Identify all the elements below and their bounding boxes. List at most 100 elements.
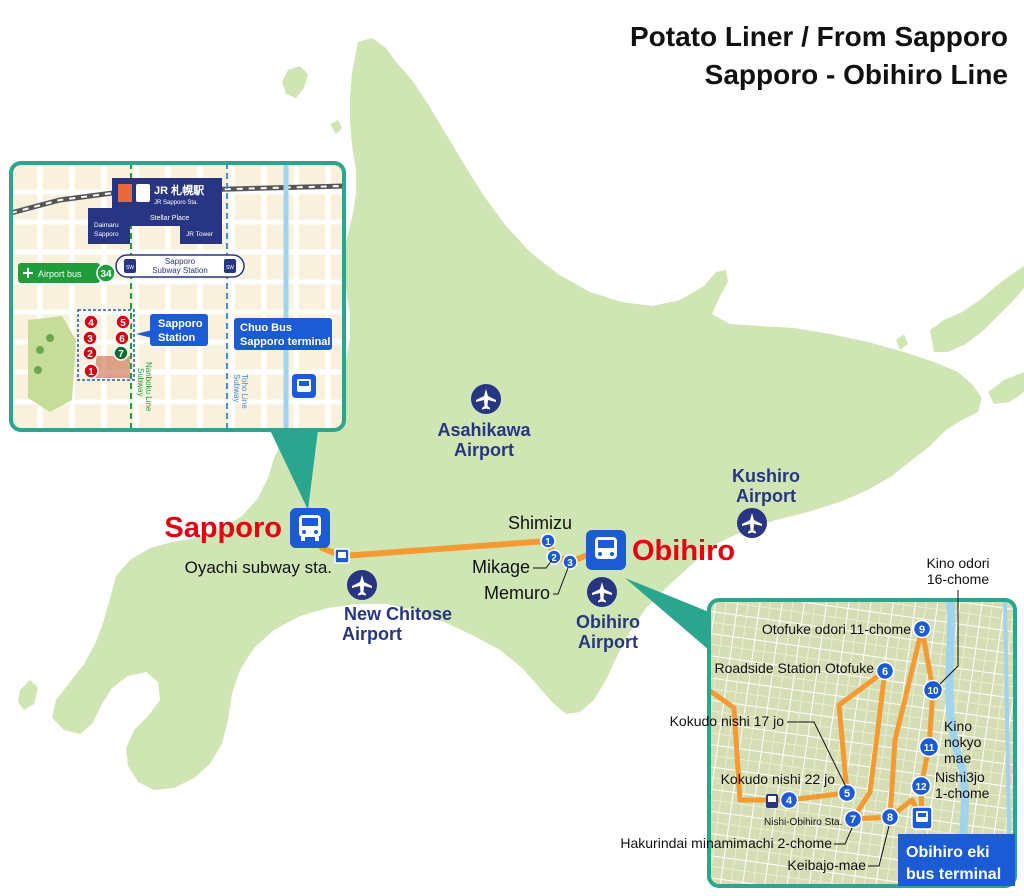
- svg-text:bus terminal: bus terminal: [906, 866, 1001, 883]
- sapporo-stop-6[interactable]: 6: [114, 330, 130, 346]
- title-line-1: Potato Liner / From Sapporo: [630, 21, 1008, 52]
- svg-text:12: 12: [915, 782, 927, 793]
- svg-text:8: 8: [887, 812, 893, 824]
- svg-text:Airport: Airport: [454, 440, 514, 460]
- svg-text:Airport: Airport: [578, 632, 638, 652]
- obihiro-stop-5[interactable]: 5: [837, 783, 857, 803]
- stellar-place-label: Stellar Place: [150, 215, 189, 222]
- airport-label-obihiro: Obihiro: [576, 612, 640, 632]
- airport-label-asahikawa: Asahikawa: [437, 420, 531, 440]
- nishi-obihiro-station-icon[interactable]: [766, 794, 778, 808]
- sapporo-stop-4[interactable]: 4: [83, 314, 99, 330]
- subway-sw-icon: [124, 259, 136, 273]
- svg-text:1: 1: [545, 537, 551, 548]
- obihiro-callout-pointer: [625, 578, 709, 650]
- sapporo-bus-stop[interactable]: [290, 508, 330, 548]
- obihiro-inset-map[interactable]: 4 5 6 7 8 9 10 11 12 Obihiro eki bus ter…: [620, 555, 1017, 888]
- svg-text:34: 34: [100, 269, 112, 280]
- svg-text:Nanboku Line: Nanboku Line: [144, 362, 153, 412]
- stop-label-keibajo: Keibajo-mae: [787, 857, 866, 873]
- svg-text:SW: SW: [126, 265, 134, 271]
- obihiro-terminal-label: Obihiro eki: [906, 844, 990, 861]
- obihiro-stop-6[interactable]: 6: [875, 661, 895, 681]
- svg-text:6: 6: [882, 666, 888, 678]
- oyachi-stop-icon[interactable]: [334, 548, 350, 564]
- svg-text:Toho Line: Toho Line: [240, 374, 249, 409]
- svg-text:Airport: Airport: [342, 624, 402, 644]
- svg-text:Airport: Airport: [736, 486, 796, 506]
- airport-bus-sign: [18, 263, 100, 283]
- svg-text:5: 5: [844, 788, 850, 800]
- toho-line-label: Subway: [232, 374, 241, 402]
- sapporo-stop-3[interactable]: 3: [82, 330, 98, 346]
- chuo-bus-terminal-label: Chuo Bus: [240, 322, 292, 334]
- sapporo-stop-1[interactable]: 1: [83, 363, 99, 379]
- main-stop-3[interactable]: 3: [562, 554, 578, 570]
- main-stop-2[interactable]: 2: [546, 549, 562, 565]
- chuo-bus-terminal-icon[interactable]: [292, 374, 316, 398]
- airport-obihiro[interactable]: [587, 577, 617, 607]
- svg-text:mae: mae: [944, 750, 971, 766]
- airport-label-kushiro: Kushiro: [732, 466, 800, 486]
- svg-text:10: 10: [927, 686, 939, 697]
- airport-asahikawa[interactable]: [471, 384, 501, 414]
- airport-bus-number-badge: [96, 263, 116, 283]
- svg-text:3: 3: [567, 558, 573, 569]
- nanboku-line-label: Subway: [136, 368, 145, 396]
- sapporo-stop-5[interactable]: 5: [115, 314, 131, 330]
- obihiro-stop-12[interactable]: 12: [910, 775, 932, 797]
- svg-text:SW: SW: [226, 265, 234, 271]
- obihiro-stop-9[interactable]: 9: [912, 619, 932, 639]
- stop-label-hakurindai: Hakurindai minamimachi 2-chome: [620, 835, 832, 851]
- sapporo-inset-map[interactable]: JR 札幌駅 JR Sapporo Sta. Stellar Place Dai…: [9, 161, 346, 432]
- svg-text:1: 1: [88, 367, 94, 378]
- chuo-bus-label-box: [234, 318, 332, 350]
- obihiro-stop-7[interactable]: 7: [843, 809, 863, 829]
- obihiro-terminal-label-box: [898, 834, 1015, 886]
- title-line-2: Sapporo - Obihiro Line: [705, 59, 1008, 90]
- stop-label-kokudo-22: Kokudo nishi 22 jo: [721, 771, 836, 787]
- svg-text:4: 4: [786, 795, 793, 807]
- airport-bus-label: Airport bus: [38, 269, 82, 279]
- svg-text:6: 6: [119, 334, 125, 345]
- sapporo-callout-pointer: [270, 430, 318, 510]
- svg-text:4: 4: [88, 318, 94, 329]
- obihiro-stop-10[interactable]: 10: [922, 679, 944, 701]
- airport-new-chitose[interactable]: [347, 570, 377, 600]
- main-stop-1[interactable]: 1: [540, 533, 556, 549]
- svg-text:3: 3: [87, 334, 93, 345]
- obihiro-stop-11[interactable]: 11: [918, 736, 940, 758]
- sapporo-station-label: Sapporo: [158, 318, 203, 330]
- svg-text:7: 7: [118, 349, 124, 360]
- obihiro-terminal-icon[interactable]: [911, 806, 933, 830]
- svg-text:nokyo: nokyo: [944, 734, 982, 750]
- svg-text:2: 2: [87, 349, 93, 360]
- svg-text:16-chome: 16-chome: [927, 571, 989, 587]
- svg-text:9: 9: [919, 624, 925, 636]
- airport-kushiro[interactable]: [737, 508, 767, 538]
- svg-text:11: 11: [924, 743, 935, 754]
- subway-sw-icon: [224, 259, 236, 273]
- stop-label-kino-nokyo: Kino: [944, 718, 972, 734]
- stop-label-otofuke-odori: Otofuke odori 11-chome: [762, 621, 911, 637]
- stop-label-memuro: Memuro: [484, 583, 550, 603]
- obihiro-bus-stop[interactable]: [586, 530, 626, 570]
- daimaru-label: Daimaru: [94, 222, 119, 229]
- sapporo-stop-2[interactable]: 2: [82, 345, 98, 361]
- nishi-obihiro-label: Nishi-Obihiro Sta.: [764, 817, 842, 828]
- sapporo-station-label-box: [150, 314, 208, 346]
- subway-station-label: Sapporo: [165, 257, 196, 266]
- city-label-obihiro: Obihiro: [632, 535, 735, 567]
- stop-label-shimizu: Shimizu: [508, 513, 572, 533]
- obihiro-stop-8[interactable]: 8: [880, 807, 900, 827]
- svg-text:5: 5: [120, 318, 126, 329]
- stop-label-kino-odori: Kino odori: [926, 555, 989, 571]
- svg-text:1-chome: 1-chome: [935, 785, 990, 801]
- stop-label-oyachi: Oyachi subway sta.: [185, 558, 332, 577]
- sapporo-stop-7[interactable]: 7: [113, 345, 129, 361]
- obihiro-stop-4[interactable]: 4: [779, 790, 799, 810]
- stop-label-kokudo-17: Kokudo nishi 17 jo: [670, 713, 785, 729]
- svg-text:Station: Station: [158, 332, 196, 344]
- jr-station-name-en: JR Sapporo Sta.: [154, 200, 198, 206]
- stop-label-nishi3jo: Nishi3jo: [935, 769, 985, 785]
